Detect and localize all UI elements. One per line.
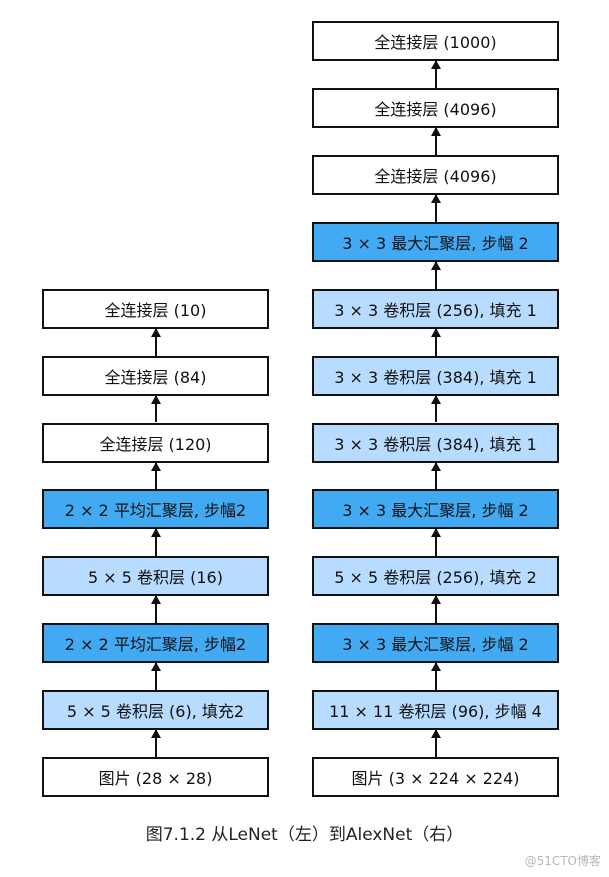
lenet-layer-label: 全连接层 (120) [99, 434, 212, 454]
up-arrow-icon [430, 729, 441, 757]
up-arrow-icon [430, 260, 441, 289]
lenet-layer-box: 2 × 2 平均汇聚层, 步幅2 [42, 489, 269, 530]
up-arrow-icon [430, 193, 441, 222]
alexnet-layer-label: 3 × 3 卷积层 (384), 填充 1 [334, 367, 537, 387]
alexnet-layer-label: 3 × 3 卷积层 (256), 填充 1 [334, 300, 537, 320]
up-arrow-icon [430, 595, 441, 624]
lenet-layer-box: 全连接层 (120) [42, 422, 269, 463]
alexnet-layer-label: 3 × 3 卷积层 (384), 填充 1 [334, 434, 537, 454]
alexnet-layer-label: 全连接层 (4096) [374, 166, 497, 186]
up-arrow-icon [150, 327, 161, 356]
alexnet-layer-box: 3 × 3 卷积层 (256), 填充 1 [312, 288, 559, 329]
lenet-layer-label: 全连接层 (10) [104, 300, 207, 320]
alexnet-layer-box: 3 × 3 最大汇聚层, 步幅 2 [312, 623, 559, 664]
alexnet-layer-box: 3 × 3 最大汇聚层, 步幅 2 [312, 489, 559, 530]
alexnet-layer-label: 3 × 3 最大汇聚层, 步幅 2 [342, 635, 529, 655]
alexnet-layer-label: 全连接层 (4096) [374, 100, 497, 119]
up-arrow-icon [150, 461, 161, 490]
up-arrow-icon [150, 595, 161, 624]
lenet-layer-label: 5 × 5 卷积层 (6), 填充2 [66, 702, 245, 722]
up-arrow-icon [150, 394, 161, 423]
lenet-layer-box: 全连接层 (84) [42, 355, 269, 396]
lenet-layer-label: 图片 (28 × 28) [98, 769, 213, 788]
lenet-layer-label: 5 × 5 卷积层 (16) [88, 568, 223, 588]
up-arrow-icon [150, 528, 161, 557]
up-arrow-icon [430, 662, 441, 691]
lenet-layer-box: 2 × 2 平均汇聚层, 步幅2 [42, 623, 269, 664]
lenet-layer-label: 全连接层 (84) [104, 367, 207, 387]
up-arrow-icon [430, 528, 441, 557]
alexnet-layer-box: 图片 (3 × 224 × 224) [312, 757, 559, 797]
up-arrow-icon [150, 729, 161, 757]
up-arrow-icon [430, 127, 441, 155]
lenet-layer-box: 全连接层 (10) [42, 288, 269, 329]
up-arrow-icon [430, 461, 441, 490]
lenet-layer-label: 2 × 2 平均汇聚层, 步幅2 [64, 635, 247, 655]
alexnet-layer-box: 3 × 3 最大汇聚层, 步幅 2 [312, 221, 559, 262]
alexnet-layer-label: 图片 (3 × 224 × 224) [351, 769, 520, 788]
alexnet-layer-label: 5 × 5 卷积层 (256), 填充 2 [334, 568, 537, 588]
alexnet-layer-box: 3 × 3 卷积层 (384), 填充 1 [312, 422, 559, 463]
watermark: @51CTO博客 [524, 854, 601, 868]
alexnet-layer-label: 全连接层 (1000) [374, 33, 497, 53]
alexnet-layer-box: 全连接层 (4096) [312, 88, 559, 128]
lenet-layer-box: 5 × 5 卷积层 (16) [42, 556, 269, 597]
up-arrow-icon [150, 662, 161, 691]
up-arrow-icon [430, 60, 441, 88]
alexnet-layer-label: 3 × 3 最大汇聚层, 步幅 2 [342, 233, 529, 253]
alexnet-layer-box: 11 × 11 卷积层 (96), 步幅 4 [312, 690, 559, 731]
lenet-layer-label: 2 × 2 平均汇聚层, 步幅2 [64, 501, 247, 521]
up-arrow-icon [430, 327, 441, 356]
alexnet-layer-box: 3 × 3 卷积层 (384), 填充 1 [312, 355, 559, 396]
up-arrow-icon [430, 394, 441, 423]
alexnet-layer-box: 全连接层 (4096) [312, 154, 559, 195]
lenet-layer-box: 5 × 5 卷积层 (6), 填充2 [42, 690, 269, 731]
alexnet-layer-box: 5 × 5 卷积层 (256), 填充 2 [312, 556, 559, 597]
alexnet-layer-box: 全连接层 (1000) [312, 21, 559, 62]
figure-caption: 图7.1.2 从LeNet（左）到AlexNet（右） [145, 825, 464, 845]
alexnet-layer-label: 11 × 11 卷积层 (96), 步幅 4 [329, 702, 542, 722]
alexnet-layer-label: 3 × 3 最大汇聚层, 步幅 2 [342, 501, 529, 521]
lenet-layer-box: 图片 (28 × 28) [42, 757, 269, 797]
